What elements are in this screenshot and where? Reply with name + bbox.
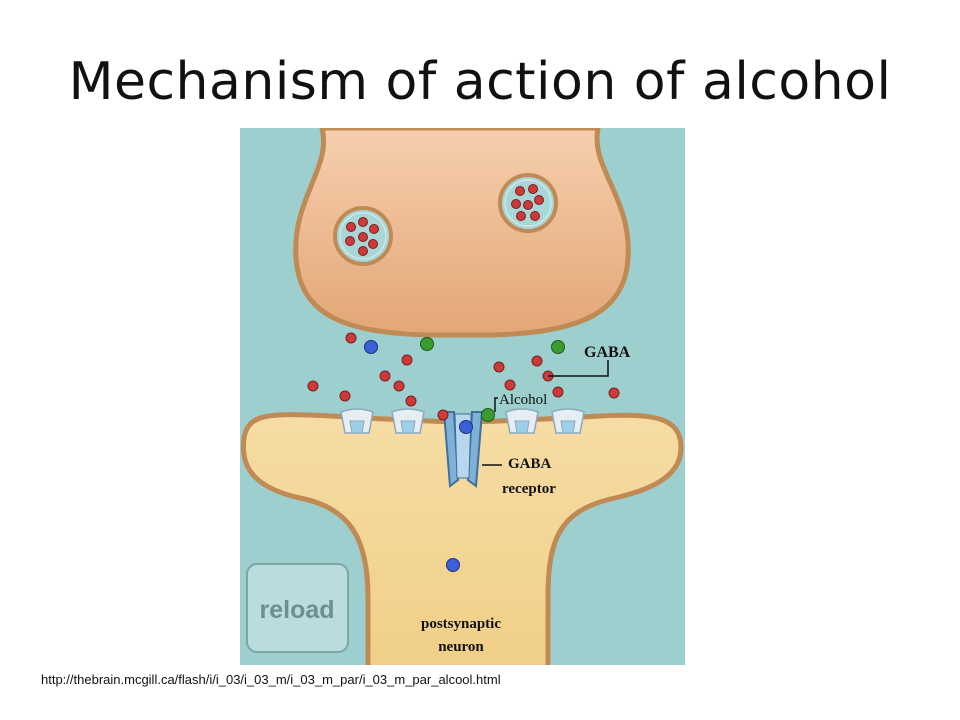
gaba-molecule xyxy=(339,390,351,402)
receptor-site xyxy=(340,408,374,434)
gaba-label: GABA xyxy=(584,344,631,361)
gaba-molecule xyxy=(393,380,405,392)
synaptic-vesicle xyxy=(498,173,558,233)
chloride-ion xyxy=(364,340,378,354)
gaba-molecule xyxy=(401,354,413,366)
gaba-molecule xyxy=(608,387,620,399)
synapse-svg: GABA Alcohol GABA receptor postsynaptic … xyxy=(240,128,685,665)
postsynaptic-label-line1: postsynaptic xyxy=(421,616,501,632)
slide-title: Mechanism of action of alcohol xyxy=(68,52,892,112)
gaba-molecule xyxy=(493,361,505,373)
receptor-site xyxy=(551,408,585,434)
synapse-diagram: GABA Alcohol GABA receptor postsynaptic … xyxy=(240,128,685,665)
gaba-receptor-label-line2: receptor xyxy=(502,481,556,497)
receptor-site xyxy=(505,408,539,434)
gaba-receptor-label-line1: GABA xyxy=(508,456,552,472)
gaba-label-bracket xyxy=(548,360,609,377)
alcohol-label-bracket xyxy=(494,397,498,412)
gaba-molecule xyxy=(552,386,564,398)
gaba-molecule xyxy=(345,332,357,344)
alcohol-molecule xyxy=(551,340,565,354)
chloride-ions xyxy=(364,340,473,572)
gaba-molecule xyxy=(307,380,319,392)
gaba-molecule xyxy=(405,395,417,407)
alcohol-molecule xyxy=(481,408,495,422)
source-url: http://thebrain.mcgill.ca/flash/i/i_03/i… xyxy=(41,672,501,687)
chloride-ion xyxy=(446,558,460,572)
gaba-molecule xyxy=(437,409,449,421)
gaba-molecule xyxy=(531,355,543,367)
reload-button[interactable]: reload xyxy=(246,563,349,653)
receptor-site xyxy=(391,408,425,434)
alcohol-label: Alcohol xyxy=(499,392,547,408)
alcohol-molecule xyxy=(420,337,434,351)
gaba-molecules xyxy=(307,332,620,421)
gaba-molecule xyxy=(504,379,516,391)
gaba-molecule xyxy=(379,370,391,382)
alcohol-molecules xyxy=(420,337,565,422)
reload-button-label: reload xyxy=(259,596,334,624)
chloride-ion xyxy=(459,420,473,434)
synaptic-vesicle xyxy=(333,206,393,266)
postsynaptic-label-line2: neuron xyxy=(438,639,484,655)
